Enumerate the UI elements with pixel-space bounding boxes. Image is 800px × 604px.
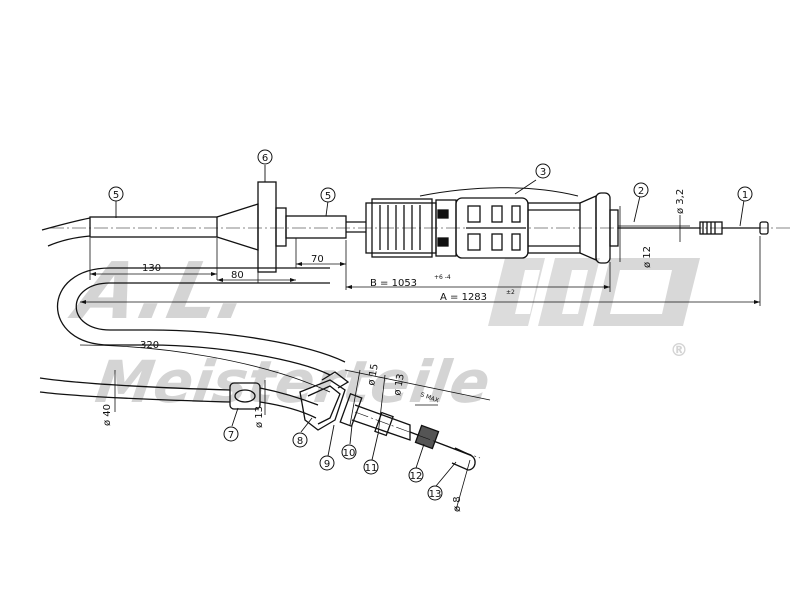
callout-2: 2	[638, 186, 644, 197]
dim-dia-8: ø 8	[452, 496, 463, 512]
grommet	[229, 382, 261, 410]
sleeve-middle	[285, 215, 347, 239]
callout-numbers: 1 2 3 5 5 6 7 8 9 10 11 12 13	[113, 153, 748, 500]
callout-circles	[108, 149, 753, 501]
upper-cable-assembly	[41, 181, 790, 273]
watermark-logo-tiles	[488, 258, 700, 326]
end-rod-lower	[351, 404, 476, 471]
dim-b: B = 1053	[370, 278, 417, 289]
dim-dia-40: ø 40	[102, 404, 113, 426]
dimension-lines	[79, 206, 761, 511]
callout-8: 8	[297, 436, 303, 447]
watermark-registered: ®	[670, 340, 688, 361]
dim-130: 130	[142, 263, 161, 274]
callout-1: 1	[742, 190, 748, 201]
dimension-labels: 130 80 70 320 B = 1053 +6 -4 A = 1283 ±2…	[102, 189, 686, 512]
callout-13: 13	[429, 489, 442, 500]
rubber-disc	[257, 181, 277, 273]
dim-dia-12: ø 12	[642, 246, 653, 268]
callout-6: 6	[262, 153, 268, 164]
dimension-arrows	[80, 262, 760, 304]
callout-11: 11	[365, 463, 378, 474]
adjuster-body	[365, 187, 619, 264]
upper-cable-sheath	[41, 217, 91, 247]
watermark-brand: Meisterteile	[92, 348, 495, 416]
sleeve-left	[89, 216, 218, 238]
callout-leaders	[115, 165, 745, 487]
callout-7: 7	[228, 430, 234, 441]
callout-5-middle: 5	[325, 191, 331, 202]
lower-cable-sheath	[39, 377, 231, 403]
dim-a: A = 1283	[440, 292, 487, 303]
callout-9: 9	[324, 459, 330, 470]
cable-loop	[57, 267, 346, 376]
dim-dia-3-2: ø 3,2	[675, 189, 686, 214]
callout-10: 10	[343, 448, 356, 459]
dim-dia-15: ø 15	[366, 363, 381, 387]
dim-dia-13-rod: ø 13	[392, 373, 407, 397]
watermark-logo-script: A.L.	[62, 246, 258, 337]
callout-5-left: 5	[113, 190, 119, 201]
dim-80: 80	[231, 270, 244, 281]
dim-a-tolerance: ±2	[506, 289, 515, 296]
callout-3: 3	[540, 167, 546, 178]
dim-b-tolerance: +6 -4	[434, 274, 451, 281]
watermark: A.L. Meisterteile ®	[62, 246, 700, 416]
cone-boot	[216, 203, 259, 251]
dim-dia-13-grommet: ø 13	[254, 406, 265, 428]
dim-70: 70	[311, 254, 324, 265]
mount-clip	[299, 371, 363, 431]
callout-12: 12	[410, 471, 423, 482]
dim-320: 320	[140, 340, 159, 351]
